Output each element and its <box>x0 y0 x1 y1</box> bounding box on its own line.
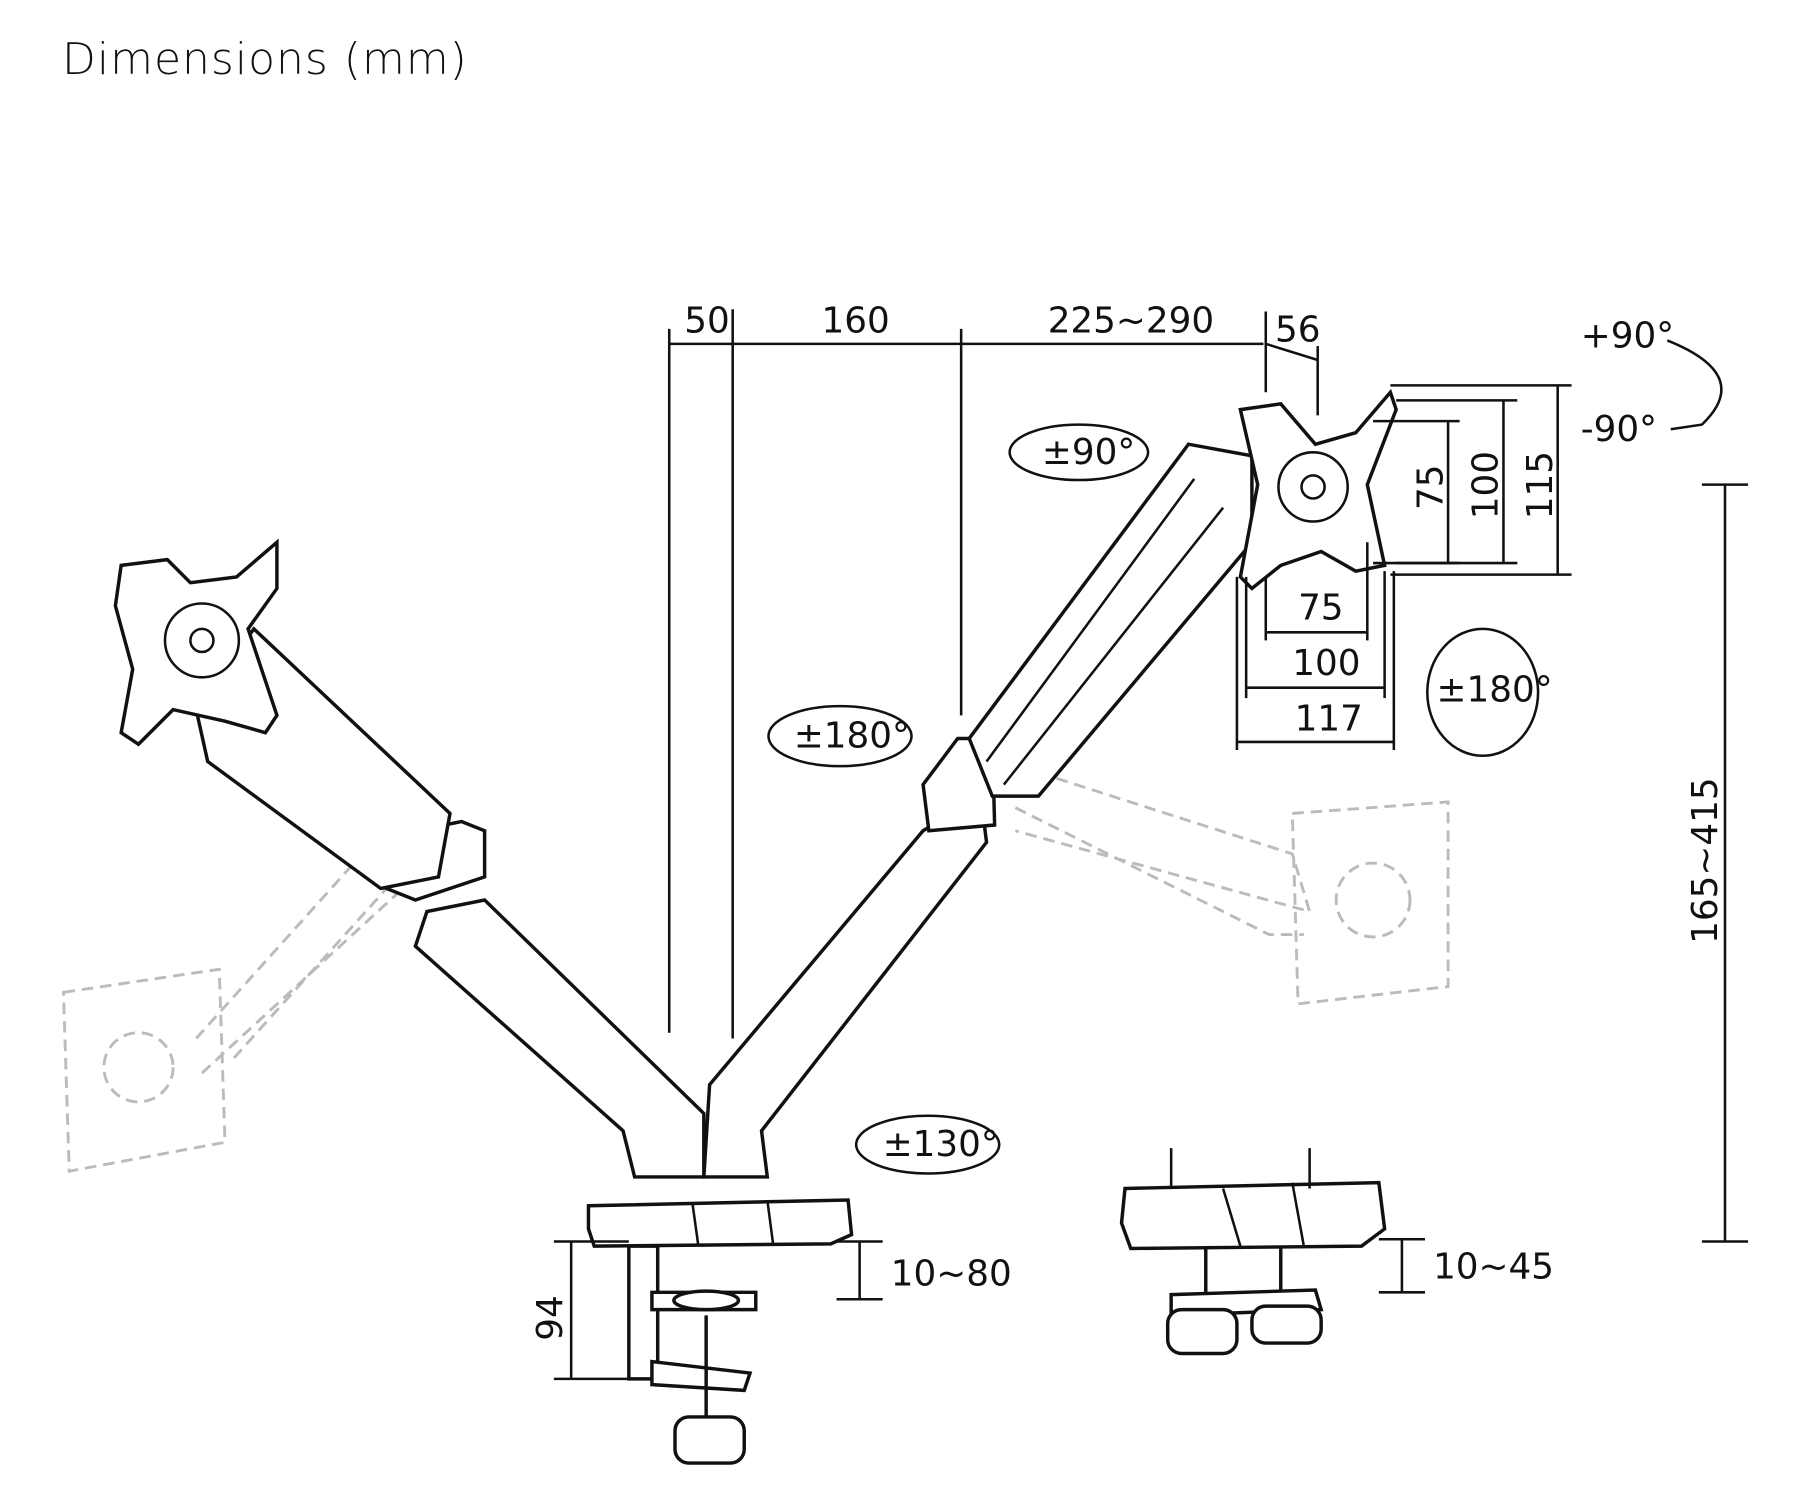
swivel-130-label: ±130° <box>883 1124 999 1165</box>
dim-label-vesa-h-75: 75 <box>1410 464 1451 510</box>
dim-label-grommet-range: 10~45 <box>1433 1246 1554 1287</box>
dim-label-225-290: 225~290 <box>1048 300 1214 341</box>
diagram-title: Dimensions (mm) <box>62 34 468 85</box>
dim-label-height-range: 165~415 <box>1685 777 1726 943</box>
dim-label-plate-w-117: 117 <box>1295 698 1363 739</box>
dimension-lines <box>553 309 1749 1381</box>
plate-rotation-label: ±180° <box>1437 670 1553 711</box>
swivel-90-label: ±90° <box>1042 432 1135 473</box>
tilt-plus-label: +90° <box>1581 315 1674 356</box>
dim-label-160: 160 <box>822 300 890 341</box>
dim-label-plate-h-115: 115 <box>1520 451 1561 519</box>
dim-label-vesa-h-100: 100 <box>1466 451 1507 519</box>
left-vesa-plate <box>113 538 279 747</box>
swivel-180-label: ±180° <box>794 716 910 757</box>
tilt-minus-label: -90° <box>1581 409 1657 450</box>
dim-label-clamp-range: 10~80 <box>891 1253 1012 1294</box>
dim-label-vesa-w-75: 75 <box>1298 588 1344 629</box>
desk-clamp <box>586 1198 854 1465</box>
right-vesa-plate <box>1238 388 1398 591</box>
dim-label-56: 56 <box>1275 310 1321 351</box>
ghost-right-monitor <box>1003 760 1450 1006</box>
ghost-left-monitor <box>61 805 441 1173</box>
rotation-arrows <box>767 339 1723 1175</box>
dim-label-vesa-w-100: 100 <box>1292 643 1360 684</box>
right-arm <box>702 442 1254 1179</box>
grommet-mount <box>1119 1148 1387 1356</box>
dim-label-50: 50 <box>684 300 730 341</box>
dim-label-clamp-94: 94 <box>530 1295 571 1341</box>
